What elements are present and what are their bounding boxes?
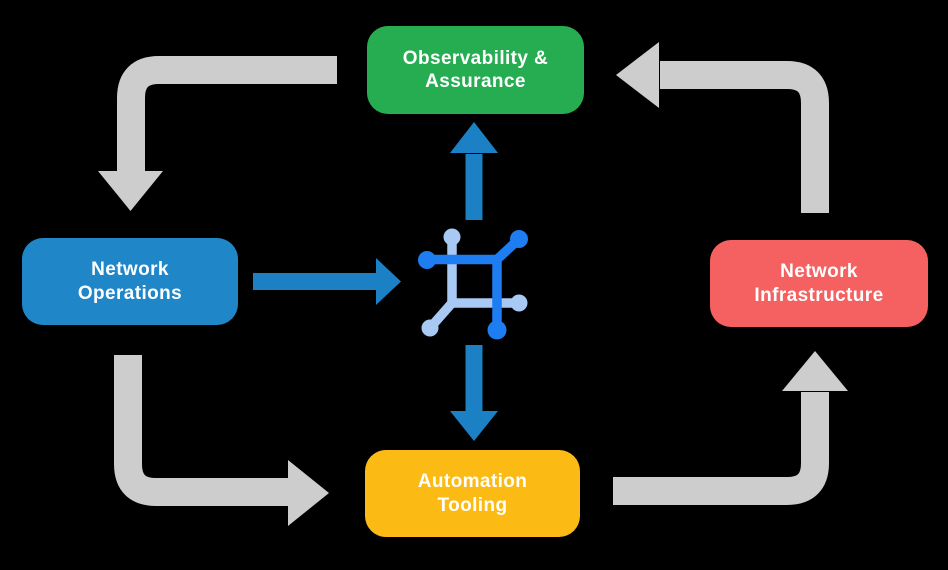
cycle-arrow-observability-to-operations [98,56,337,211]
node-label-observability: Observability & Assurance [402,47,549,92]
cycle-arrow-operations-to-automation [114,355,329,526]
icon-node-left [418,251,436,269]
cycle-arrow-automation-to-infrastructure [613,351,848,505]
arrow-head-left [616,42,659,108]
cycle-arrow-infrastructure-to-observability [616,42,829,213]
node-automation-tooling: Automation Tooling [365,450,580,537]
arrow-head-down [98,171,163,211]
arrow-shaft [114,355,289,506]
arrow-head-up [450,122,498,153]
icon-node-right [510,294,528,312]
arrow-shaft [660,61,829,213]
data-arrow-center-to-observability [450,122,498,220]
node-network-infrastructure: Network Infrastructure [710,240,928,327]
data-arrow-center-to-automation [450,345,498,441]
icon-node-bottom [487,320,507,340]
node-label-operations: Network Operations [77,259,183,304]
arrow-head-right [288,460,329,526]
node-label-infrastructure: Network Infrastructure [754,261,884,306]
icon-node-upper-right [510,230,528,248]
icon-node-lower-left [421,319,439,337]
data-arrow-operations-to-center [253,258,401,305]
icon-node-top [443,228,461,246]
arrow-shaft [117,56,337,173]
node-observability-assurance: Observability & Assurance [367,26,584,114]
node-label-automation: Automation Tooling [417,471,528,516]
arrow-head-down [450,411,498,441]
arrow-head-right [376,258,401,305]
network-fabric-icon [418,228,528,340]
node-network-operations: Network Operations [22,238,238,325]
arrow-shaft [613,392,829,505]
arrow-head-up [782,351,848,391]
